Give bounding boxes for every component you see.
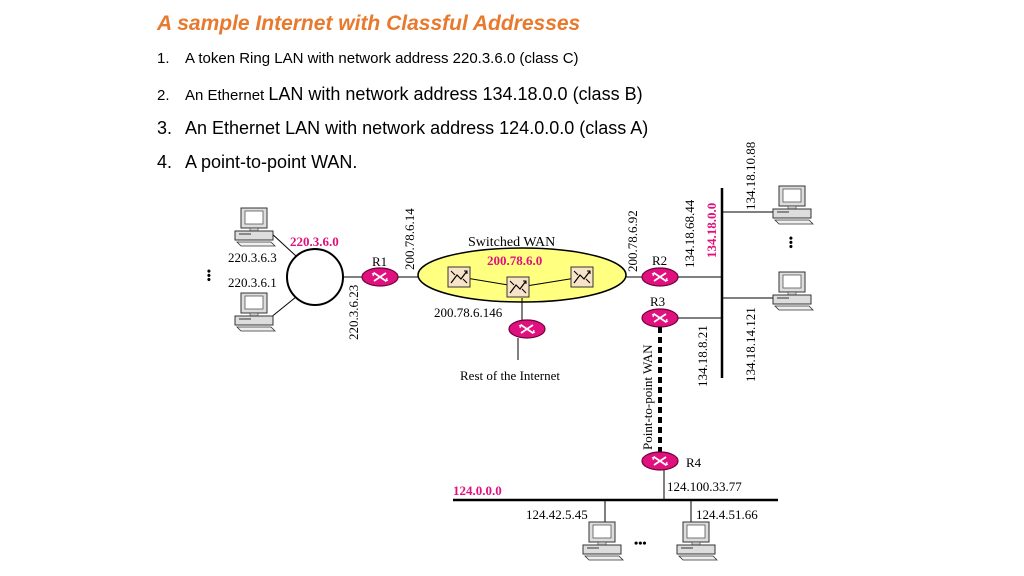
r2-label: R2 bbox=[652, 253, 667, 268]
wan-switch-icon bbox=[506, 276, 530, 298]
list-number: 4. bbox=[157, 152, 173, 172]
router-r1-icon bbox=[361, 267, 399, 287]
router-r3-icon bbox=[641, 308, 679, 328]
list-text: An Ethernet LAN with network address 124… bbox=[185, 118, 649, 138]
ring-host-top-address: 220.3.6.3 bbox=[228, 250, 277, 265]
internet-router-interface: 200.78.6.146 bbox=[434, 305, 503, 320]
wan-switch-icon bbox=[447, 266, 471, 288]
r1-label: R1 bbox=[372, 254, 387, 269]
router-internet-icon bbox=[508, 319, 546, 339]
class-a-network-label: 124.0.0.0 bbox=[453, 483, 502, 498]
computer-icon bbox=[676, 521, 718, 561]
list-number: 3. bbox=[157, 118, 173, 138]
rest-of-internet-label: Rest of the Internet bbox=[460, 368, 560, 383]
r3-label: R3 bbox=[650, 294, 665, 309]
computer-icon bbox=[234, 292, 276, 332]
class-a-ellipsis: ••• bbox=[634, 536, 647, 550]
list-text-small: An Ethernet bbox=[185, 87, 269, 104]
router-r4-icon bbox=[641, 451, 679, 471]
p2p-label: Point-to-point WAN bbox=[640, 344, 655, 450]
class-a-host-left-address: 124.42.5.45 bbox=[526, 507, 588, 522]
class-b-host-bottom-address: 134.18.14.121 bbox=[743, 307, 758, 382]
list-text: A point-to-point WAN. bbox=[185, 152, 358, 172]
computer-icon bbox=[772, 185, 814, 225]
class-b-ellipsis: ••• bbox=[784, 236, 798, 249]
list-item-2: 2. An Ethernet LAN with network address 1… bbox=[157, 84, 643, 105]
r2-wan-interface: 200.78.6.92 bbox=[625, 210, 640, 272]
list-number: 1. bbox=[157, 50, 170, 67]
ring-network-label: 220.3.6.0 bbox=[290, 234, 339, 249]
page-title: A sample Internet with Classful Addresse… bbox=[157, 12, 581, 35]
computer-icon bbox=[234, 207, 276, 247]
wan-network-label: 200.78.6.0 bbox=[487, 253, 542, 268]
ring-ellipsis: ••• bbox=[202, 269, 216, 282]
wan-title: Switched WAN bbox=[468, 235, 555, 250]
list-number: 2. bbox=[157, 87, 170, 104]
r3-lan-interface: 134.18.8.21 bbox=[695, 325, 710, 387]
class-b-network-label: 134.18.0.0 bbox=[704, 203, 719, 258]
list-item-4: 4. A point-to-point WAN. bbox=[157, 152, 357, 173]
class-a-host-right-address: 124.4.51.66 bbox=[696, 507, 758, 522]
r2-lan-interface: 134.18.68.44 bbox=[682, 199, 697, 268]
list-item-3: 3. An Ethernet LAN with network address 1… bbox=[157, 118, 648, 139]
r1-ring-interface: 220.3.6.23 bbox=[346, 285, 361, 340]
ring-host-bottom-address: 220.3.6.1 bbox=[228, 275, 277, 290]
computer-icon bbox=[582, 521, 624, 561]
router-r2-icon bbox=[641, 267, 679, 287]
class-b-host-top-address: 134.18.10.88 bbox=[743, 142, 758, 210]
list-text: A token Ring LAN with network address 22… bbox=[185, 50, 579, 67]
token-ring bbox=[286, 248, 344, 306]
wan-switch-icon bbox=[570, 266, 594, 288]
r4-label: R4 bbox=[686, 455, 702, 470]
computer-icon bbox=[772, 271, 814, 311]
r1-wan-interface: 200.78.6.14 bbox=[402, 208, 417, 270]
list-item-1: 1. A token Ring LAN with network address … bbox=[157, 50, 579, 67]
r4-lan-interface: 124.100.33.77 bbox=[667, 479, 742, 494]
list-text: LAN with network address 134.18.0.0 (cla… bbox=[268, 84, 643, 104]
